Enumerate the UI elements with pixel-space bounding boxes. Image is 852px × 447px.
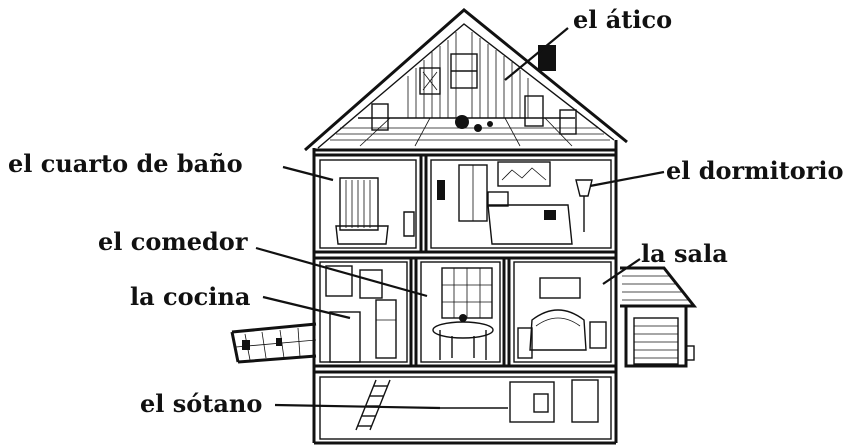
label-living-room: la sala xyxy=(641,239,728,268)
house-drawing xyxy=(230,8,698,445)
kitchen-stove xyxy=(329,311,361,363)
first-floor-line xyxy=(314,364,616,374)
bed xyxy=(487,204,573,245)
bedroom-figure xyxy=(437,180,445,200)
washing-machine xyxy=(509,381,555,423)
shower-curtain xyxy=(339,177,379,231)
kitchen-cabinet xyxy=(325,265,353,297)
kitchen-fridge xyxy=(375,299,397,359)
chimney xyxy=(538,45,556,71)
toilet xyxy=(403,211,415,237)
walkway xyxy=(230,322,317,364)
label-bathroom: el cuarto de baño xyxy=(8,149,243,178)
dining-table xyxy=(432,321,494,339)
kitchen-room xyxy=(319,261,408,363)
leader-living-room xyxy=(602,258,641,285)
dining-room xyxy=(420,261,501,363)
bathroom-room xyxy=(319,159,417,249)
leader-lines xyxy=(255,27,665,410)
wall-dining-living xyxy=(502,258,511,366)
room-labels: el ático el cuarto de baño el dormitorio… xyxy=(8,5,844,418)
roof-inner-edge xyxy=(317,23,615,149)
label-basement: el sótano xyxy=(140,389,262,418)
basement-room xyxy=(319,376,612,440)
attic-floor-line xyxy=(314,148,616,157)
living-room xyxy=(513,261,612,363)
bedroom-room xyxy=(430,159,612,249)
attic-picture xyxy=(419,67,441,95)
leader-kitchen xyxy=(262,295,351,320)
wall-bath-bed xyxy=(419,155,428,252)
roof-outline xyxy=(304,8,628,152)
label-attic: el ático xyxy=(573,5,672,34)
label-kitchen: la cocina xyxy=(130,282,250,311)
basement-stairs xyxy=(355,379,391,431)
leader-bedroom xyxy=(589,170,665,188)
second-floor-line xyxy=(314,250,616,260)
kitchen-window xyxy=(359,269,383,299)
living-picture xyxy=(539,277,581,299)
label-dining-room: el comedor xyxy=(98,227,248,256)
garage-wall xyxy=(624,306,688,368)
leader-basement xyxy=(274,403,441,410)
living-lamp-table xyxy=(589,321,607,349)
water-heater xyxy=(571,379,599,423)
leader-dining-room xyxy=(255,246,428,298)
wall-kitchen-dining xyxy=(409,258,418,366)
garage-roof xyxy=(620,266,698,308)
attic-crate xyxy=(559,109,577,135)
attic-clutter xyxy=(455,115,469,129)
attic-box-left xyxy=(371,103,389,131)
garage-door xyxy=(633,317,679,365)
leader-attic xyxy=(504,27,569,81)
bathtub xyxy=(335,225,389,245)
living-chair xyxy=(517,327,533,359)
bedroom-lamp xyxy=(575,179,593,197)
sofa xyxy=(529,309,587,351)
attic-box-right xyxy=(524,95,544,127)
leader-bathroom xyxy=(282,165,334,182)
bedroom-picture xyxy=(497,161,551,187)
label-bedroom: el dormitorio xyxy=(666,156,844,185)
